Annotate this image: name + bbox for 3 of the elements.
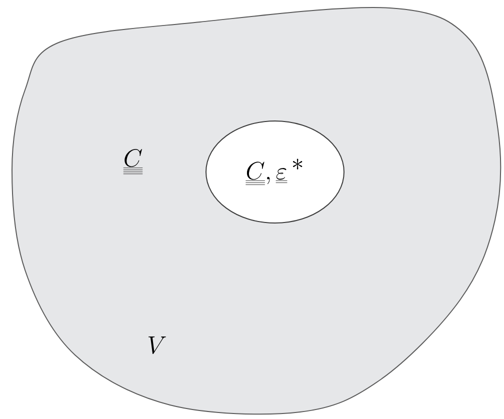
region-shape xyxy=(12,7,502,415)
math-symbol: $\underline{\underline{\underline{\underline{C}}}}$ xyxy=(123,148,143,174)
math-symbol: $V$ xyxy=(148,336,166,354)
